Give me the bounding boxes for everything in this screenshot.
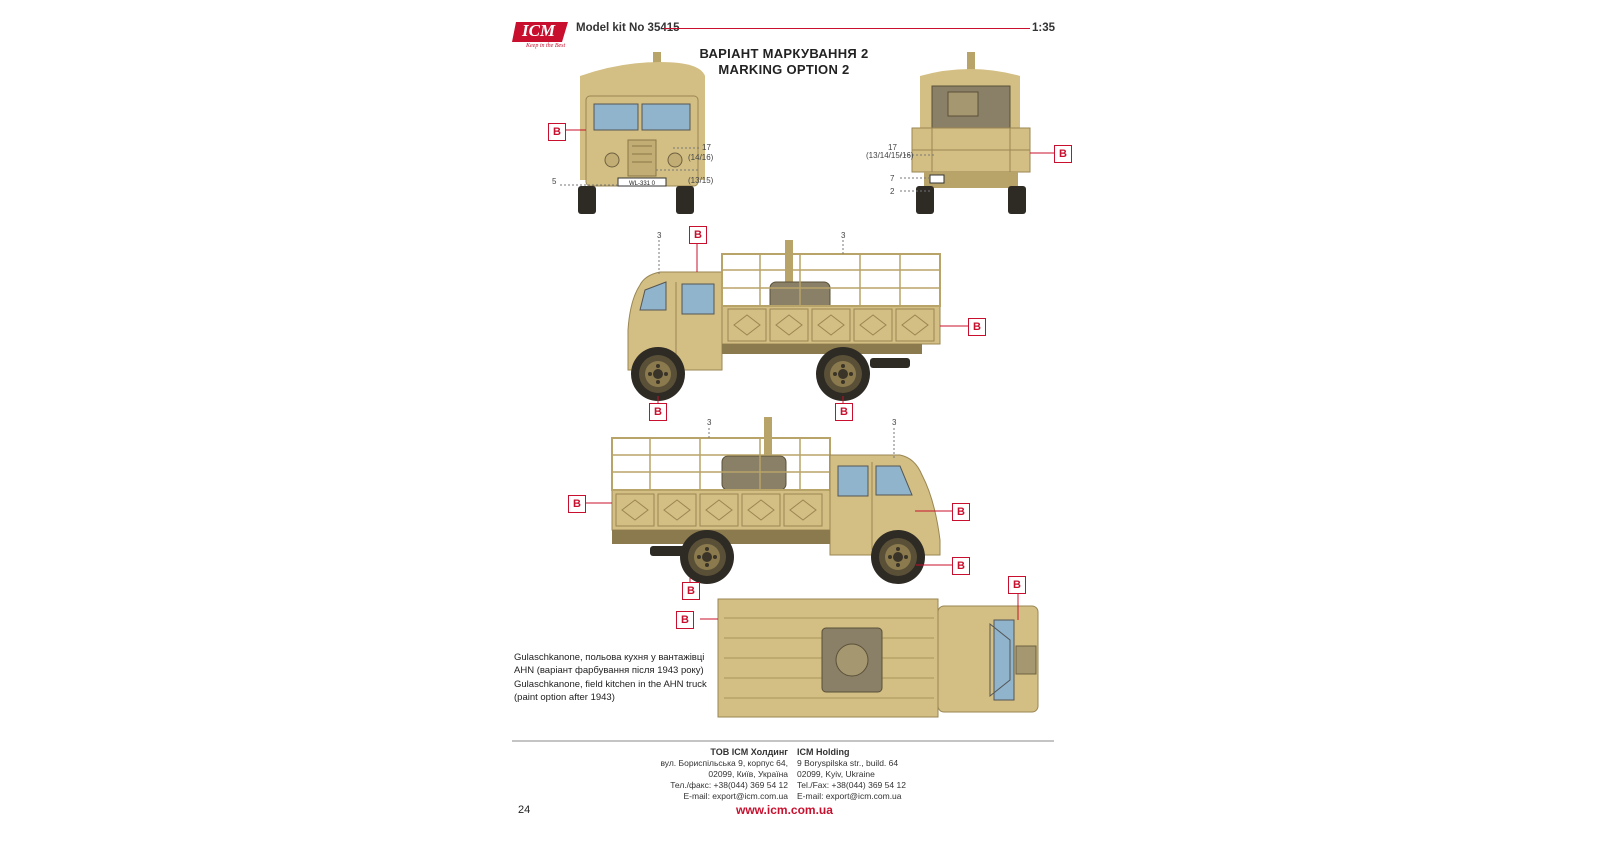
title-ukrainian: ВАРІАНТ МАРКУВАННЯ 2 xyxy=(699,46,869,61)
callout-front-17: 17 xyxy=(702,143,711,152)
callout-rear-7: 7 xyxy=(890,174,895,183)
footer-phone-en: Tel./Fax: +38(044) 369 54 12 xyxy=(797,780,906,790)
logo-tagline: Keep in the Best xyxy=(526,43,566,49)
caption-en-line2: (paint option after 1943) xyxy=(514,692,615,703)
scale-label: 1:35 xyxy=(1032,22,1056,34)
front-view-truck: WL-331 0 xyxy=(560,52,705,214)
footer-phone-ua: Тел./факс: +38(044) 369 54 12 xyxy=(670,780,788,790)
footer-address-ua-line2: 02099, Київ, Україна xyxy=(708,769,788,779)
footer-company-ua: ТОВ ICM Холдинг xyxy=(710,747,788,757)
website-link[interactable]: www.icm.com.ua xyxy=(736,803,833,817)
kit-number: Model kit No 35415 xyxy=(576,22,680,34)
callout-rear-13-16: (13/14/15/16) xyxy=(866,151,914,160)
right-side-view-truck xyxy=(586,417,952,584)
callout-rear-2: 2 xyxy=(890,187,895,196)
top-view-truck xyxy=(700,593,1039,718)
callout-front-14-16: (14/16) xyxy=(688,153,714,162)
callout-side1-3b: 3 xyxy=(841,231,846,240)
left-side-view-truck xyxy=(627,240,968,403)
decal-b-badge: B xyxy=(952,503,970,521)
footer-address-en: ICM Holding 9 Boryspilska str., build. 6… xyxy=(797,747,906,802)
title-english: MARKING OPTION 2 xyxy=(718,62,850,77)
decal-b-badge: B xyxy=(835,403,853,421)
decal-b-badge: B xyxy=(968,318,986,336)
footer-email-ua: E-mail: export@icm.com.ua xyxy=(683,791,788,801)
decal-b-badge: B xyxy=(682,582,700,600)
decal-b-badge: B xyxy=(952,557,970,575)
caption-ua-line2: AHN (варіант фарбування після 1943 року) xyxy=(514,665,704,676)
footer-address-ua: ТОВ ICM Холдинг вул. Бориспільська 9, ко… xyxy=(620,747,788,802)
page-number: 24 xyxy=(518,804,531,816)
decal-b-badge: B xyxy=(649,403,667,421)
decal-b-badge: B xyxy=(689,226,707,244)
callout-rear-17: 17 xyxy=(888,143,897,152)
decal-b-badge: B xyxy=(568,495,586,513)
caption-block: Gulaschkanone, польова кухня у вантажівц… xyxy=(514,651,707,704)
icm-logo: ICM Keep in the Best xyxy=(512,18,572,50)
caption-en-line1: Gulaschkanone, field kitchen in the AHN … xyxy=(514,679,707,690)
caption-ua-line1: Gulaschkanone, польова кухня у вантажівц… xyxy=(514,652,705,663)
logo-badge-graphic xyxy=(512,22,568,42)
decal-b-badge: B xyxy=(676,611,694,629)
decal-b-badge: B xyxy=(1008,576,1026,594)
footer-address-en-line2: 02099, Kyiv, Ukraine xyxy=(797,769,875,779)
svg-text:WL-331 0: WL-331 0 xyxy=(629,181,656,187)
footer-email-en: E-mail: export@icm.com.ua xyxy=(797,791,902,801)
footer-address-ua-line1: вул. Бориспільська 9, корпус 64, xyxy=(660,758,788,768)
decal-b-badge: B xyxy=(548,123,566,141)
callout-front-5: 5 xyxy=(552,177,557,186)
footer-address-en-line1: 9 Boryspilska str., build. 64 xyxy=(797,758,899,768)
header-rule xyxy=(664,28,1030,29)
rear-view-truck xyxy=(900,52,1054,214)
footer-company-en: ICM Holding xyxy=(797,747,850,757)
callout-side2-3a: 3 xyxy=(707,418,712,427)
callout-side2-3b: 3 xyxy=(892,418,897,427)
callout-front-13-15: (13/15) xyxy=(688,176,714,185)
logo-text: ICM xyxy=(522,21,556,40)
decal-b-badge: B xyxy=(1054,145,1072,163)
callout-side1-3a: 3 xyxy=(657,231,662,240)
